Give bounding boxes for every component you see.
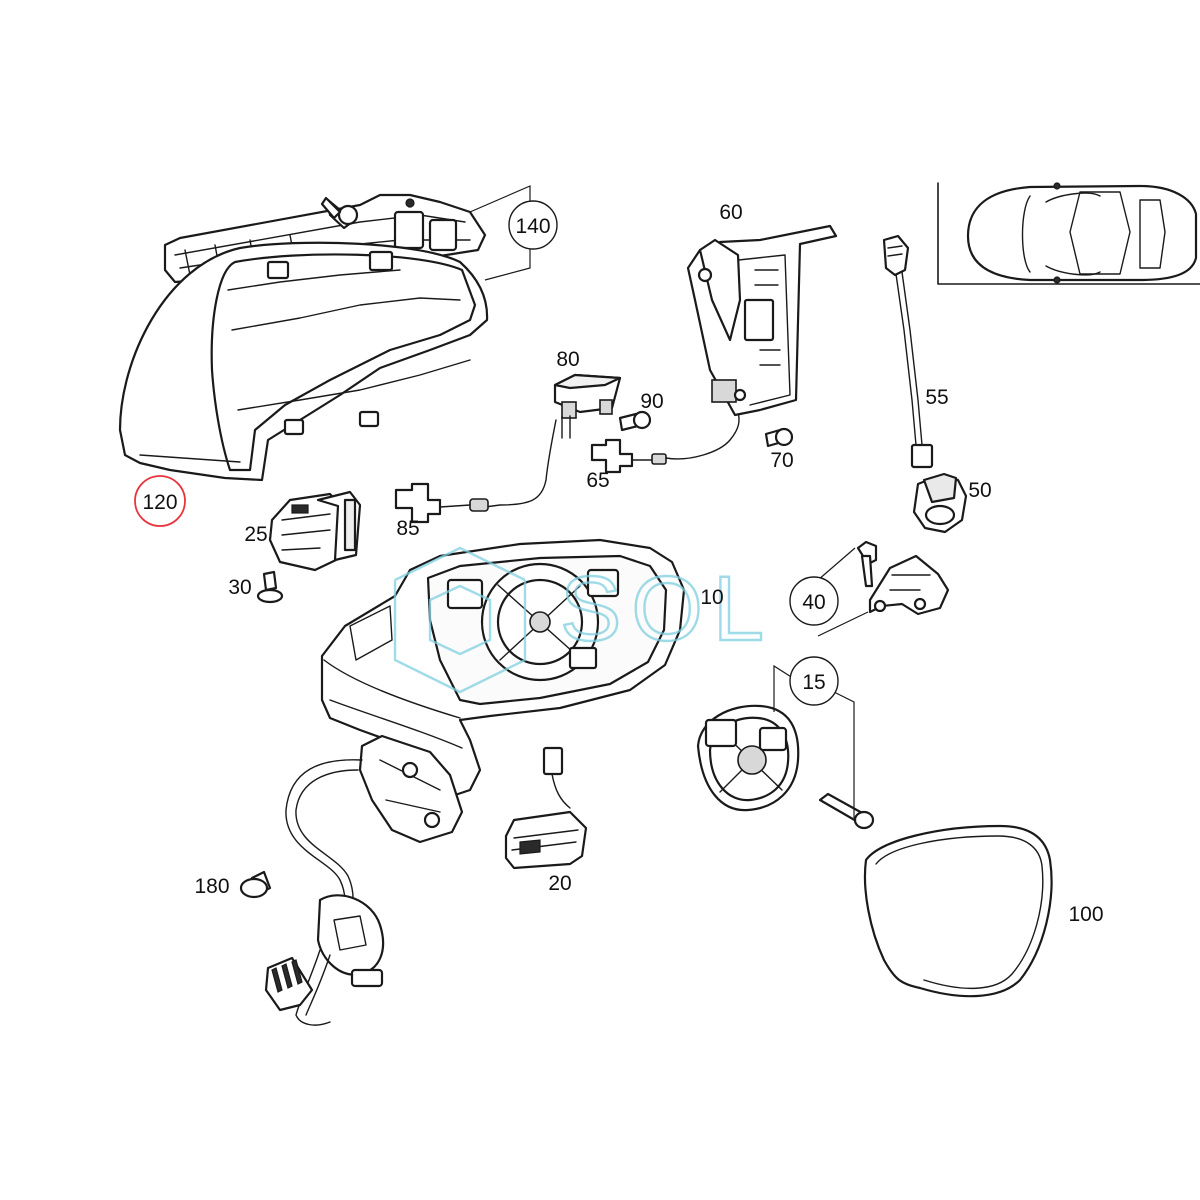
screw-70 [764, 427, 794, 448]
watermark-text: SOL [560, 558, 774, 660]
callout-circle-140 [508, 200, 558, 250]
mirror-actuator-part [696, 704, 875, 830]
connector-65 [590, 411, 740, 474]
label-50: 50 [968, 479, 991, 502]
label-180: 180 [194, 875, 229, 898]
connector-85 [394, 482, 471, 524]
callout-circle-40 [789, 576, 839, 626]
mirror-cover-part [118, 241, 489, 482]
label-120: 120 [142, 491, 177, 514]
label-25: 25 [244, 523, 267, 546]
label-140: 140 [515, 215, 550, 238]
label-85: 85 [396, 517, 419, 540]
mirror-housing-part [320, 538, 686, 844]
label-90: 90 [640, 390, 663, 413]
mirror-glass-part [863, 824, 1053, 998]
control-module-part [469, 373, 622, 512]
label-80: 80 [556, 348, 579, 371]
label-40: 40 [802, 591, 825, 614]
camera-part [912, 472, 968, 534]
label-65: 65 [586, 469, 609, 492]
label-60: 60 [719, 201, 742, 224]
screw-30 [256, 570, 284, 604]
label-15: 15 [802, 671, 825, 694]
label-70: 70 [770, 449, 793, 472]
screw-90 [618, 410, 652, 432]
callout-circle-120-highlight [134, 475, 186, 527]
leader-15 [773, 664, 855, 818]
actuator-25-part [268, 490, 362, 572]
fold-bracket-part [686, 224, 838, 417]
wiring-harness-part [264, 759, 385, 1026]
label-10: 10 [700, 586, 723, 609]
label-20: 20 [548, 872, 571, 895]
label-55: 55 [925, 386, 948, 409]
callout-circle-15 [789, 656, 839, 706]
camera-cable-part [882, 234, 934, 469]
label-100: 100 [1068, 903, 1103, 926]
sol-watermark: SOL [393, 546, 774, 694]
module-20-part [504, 746, 588, 870]
car-overview-inset [937, 182, 1200, 285]
screw-under-lamp [320, 196, 359, 230]
leader-40 [817, 547, 869, 637]
screw-180 [239, 870, 272, 899]
bracket-40-part [856, 540, 950, 616]
label-30: 30 [228, 576, 251, 599]
